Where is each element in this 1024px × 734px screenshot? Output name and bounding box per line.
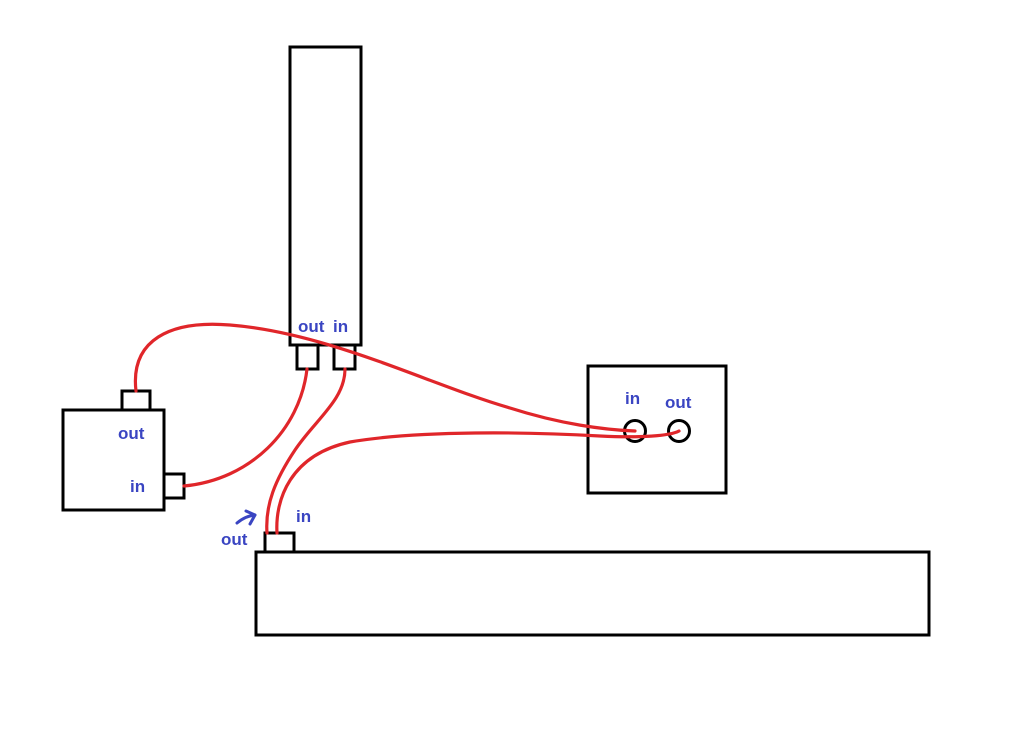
tall-unit-in-label: in (333, 317, 348, 336)
cable-tall-in-to-base-out (265, 367, 347, 535)
base-unit-in-label: in (296, 507, 311, 526)
right-unit-in-label: in (625, 389, 640, 408)
cable-base-in-to-right-out (275, 429, 681, 535)
right-unit-out-label: out (665, 393, 692, 412)
cable-left-out-to-right-in (133, 322, 637, 433)
cable-tall-out-to-left-in (182, 367, 309, 488)
left-unit-out-label: out (118, 424, 145, 443)
right-unit-out-jack (667, 419, 691, 443)
tall-unit-out-label: out (298, 317, 325, 336)
base-unit-port (263, 531, 296, 554)
tall-unit (288, 45, 363, 347)
arrow-icon (235, 509, 257, 526)
left-unit (61, 408, 166, 512)
base-unit-out-label: out (221, 530, 248, 549)
left-unit-in-label: in (130, 477, 145, 496)
base-unit (254, 550, 931, 637)
left-unit-in-port (162, 472, 186, 500)
tall-unit-out-port (295, 343, 320, 371)
left-unit-out-port (120, 389, 152, 412)
